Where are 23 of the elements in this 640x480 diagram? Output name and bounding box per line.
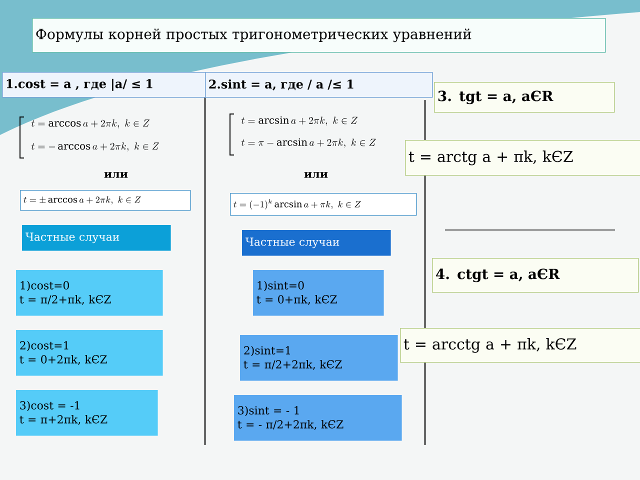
equation-heading: 2.sint = a, где / a /≤ 1 (205, 72, 433, 98)
or-label: или (104, 172, 128, 178)
formula-line: $t = \arccos a + 2\pi k,\ k \in Z$ (31, 120, 150, 128)
formula-line: $t = \arcsin a + 2\pi k,\ k \in Z$ (241, 116, 358, 126)
equation-heading: 1.cost = a , где |a/ ≤ 1 (2, 72, 206, 98)
special-case-box: 2)cost=1 t = 0+2πk, kЄZ (16, 330, 163, 376)
title-box: Формулы корней простых тригонометрических уравнений (32, 18, 606, 53)
special-case-box: 3)sint = - 1 t = - π/2+2πk, kЄZ (234, 395, 402, 441)
equation-box: 3. tgt = a, aЄR (434, 82, 615, 113)
special-case-box: 1)cost=0 t = π/2+πk, kЄZ (16, 270, 163, 316)
solution-box: t = arctg a + πk, kЄZ (405, 140, 640, 176)
formula-box: $t = \pm\arccos a + 2\pi k,\ k \in Z$ (20, 190, 191, 211)
equation-box: 4. ctgt = a, aЄR (432, 258, 639, 293)
section-tag: Частные случаи (242, 230, 391, 256)
formula-box: $t = (-1)^k \arcsin a + \pi k,\ k \in Z$ (230, 193, 417, 216)
section-tag: Частные случаи (22, 225, 171, 251)
special-case-box: 3)cost = -1 t = π+2πk, kЄZ (16, 390, 158, 436)
special-case-box: 1)sint=0 t = 0+πk, kЄZ (253, 270, 384, 316)
solution-box: t = arcctg a + πk, kЄZ (400, 328, 640, 363)
formula-line: $t = -\arccos a + 2\pi k,\ k \in Z$ (31, 142, 160, 152)
formula-line: $t = \pi - \arcsin a + 2\pi k,\ k \in Z$ (241, 138, 376, 148)
special-case-box: 2)sint=1 t = π/2+2πk, kЄZ (240, 335, 398, 381)
or-label: или (304, 172, 328, 178)
